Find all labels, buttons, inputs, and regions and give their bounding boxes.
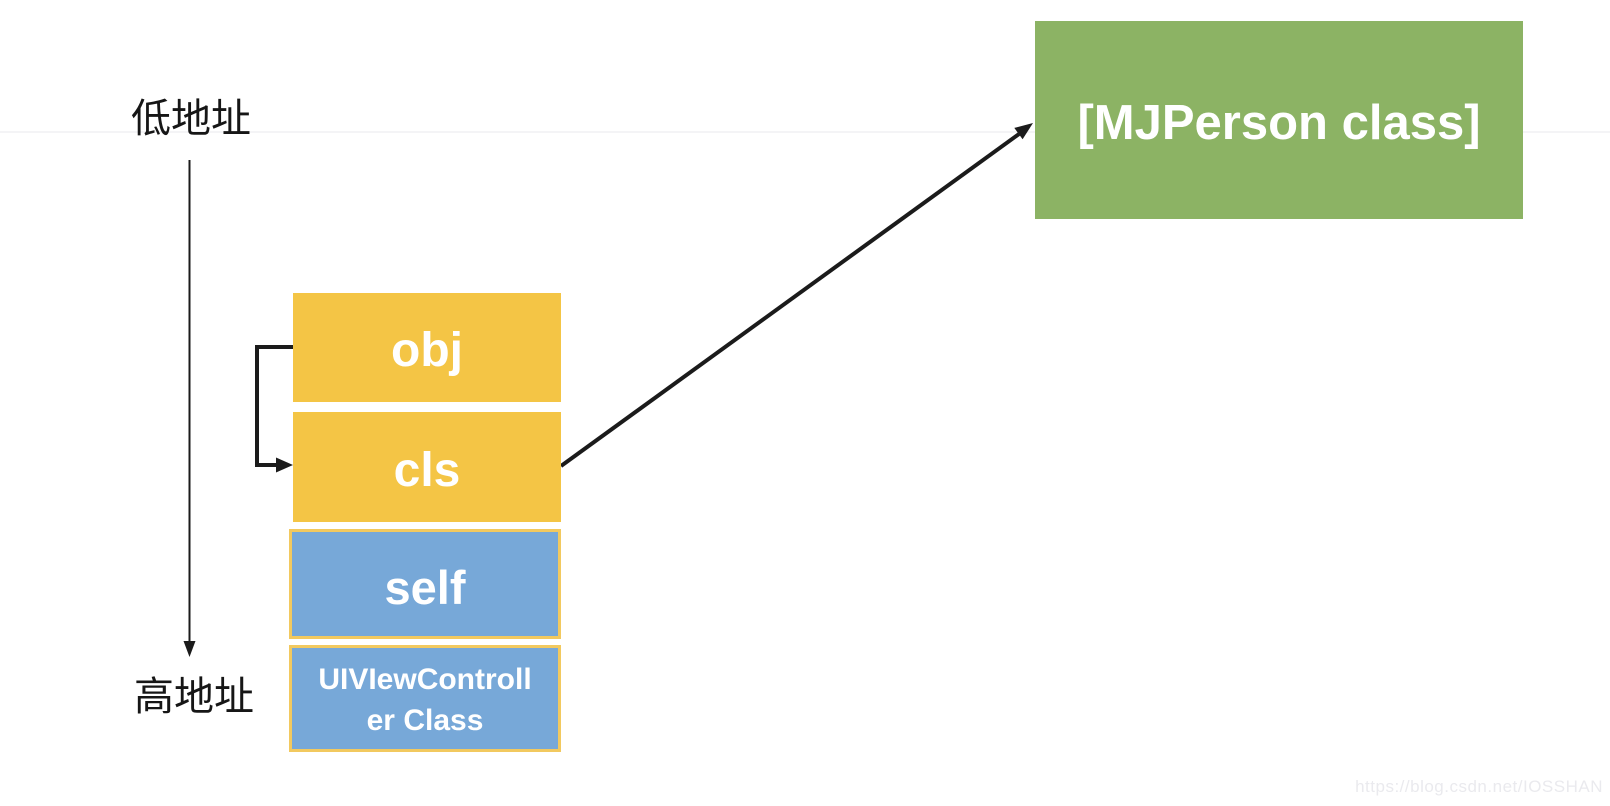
mjperson-class-box: [MJPerson class] <box>1035 21 1523 219</box>
memory-cell-cls: cls <box>293 412 561 522</box>
watermark-url: https://blog.csdn.net/IOSSHAN <box>1355 777 1603 796</box>
cls-to-class-arrow <box>559 123 1033 468</box>
low-address-label: 低地址 <box>131 96 251 142</box>
memory-cell-self: self <box>289 529 561 639</box>
address-direction-arrow <box>183 160 196 657</box>
memory-cell-uiviewcontroller-class-label: UIVIewControll er Class <box>318 663 532 737</box>
memory-cell-self-label: self <box>384 560 466 614</box>
memory-cell-obj: obj <box>293 293 561 402</box>
memory-cell-cls-label: cls <box>393 443 461 497</box>
faint-horizontal-rule <box>0 131 1610 133</box>
obj-to-cls-arrow <box>255 345 293 473</box>
memory-cell-obj-label: obj <box>391 324 463 377</box>
high-address-label: 高地址 <box>134 674 254 720</box>
mjperson-class-box-label: [MJPerson class] <box>1077 96 1481 150</box>
memory-cell-uiviewcontroller-class: UIVIewControll er Class <box>289 645 561 752</box>
